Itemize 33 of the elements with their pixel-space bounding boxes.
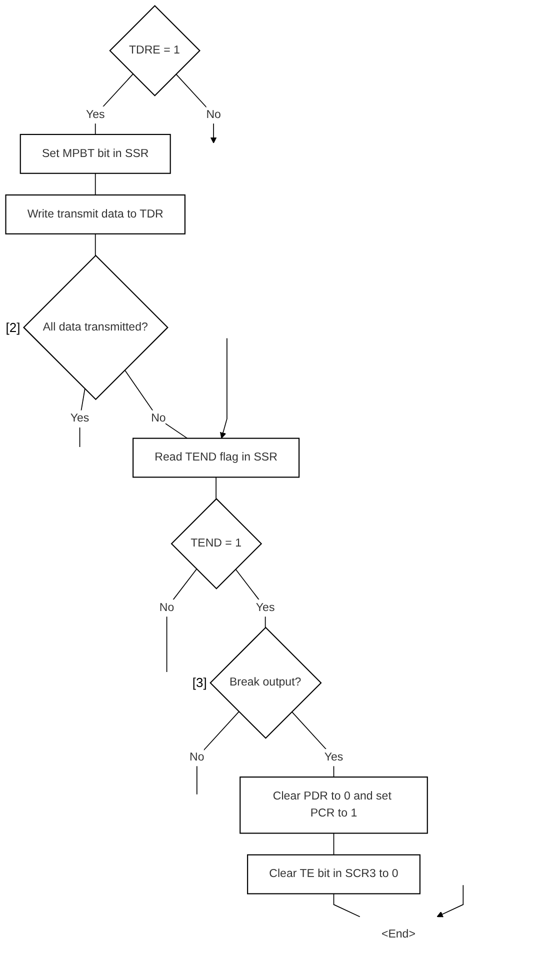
edge-label: Yes (324, 751, 344, 764)
edge-label: Yes (256, 602, 275, 614)
node-diamond: All data transmitted? (22, 254, 168, 400)
connector (124, 370, 188, 439)
connector (333, 832, 334, 856)
step-number: [3] (192, 675, 207, 690)
node-box: Clear TE bit in SCR3 to 0 (247, 854, 420, 894)
connector (166, 568, 198, 672)
edge-label: No (151, 412, 166, 425)
connector (79, 388, 86, 448)
connector (94, 74, 134, 135)
node-text: <End> (381, 928, 416, 941)
arrow (176, 74, 217, 144)
edge-label: No (190, 751, 204, 764)
connector (94, 233, 96, 256)
connector (94, 172, 96, 196)
node-box: Write transmit data to TDR (5, 194, 186, 234)
edge-label: No (159, 602, 174, 614)
step-number: [2] (6, 320, 20, 335)
node-diamond: Break output? (210, 626, 322, 739)
node-box: Clear PDR to 0 and set PCR to 1 (240, 776, 428, 834)
arrow (220, 338, 228, 439)
arrow (436, 884, 464, 918)
node-box: Read TEND flag in SSR (132, 438, 300, 478)
node-diamond: TDRE = 1 (109, 5, 200, 96)
connector (291, 711, 334, 778)
connector (333, 893, 360, 918)
node-box: Set MPBT bit in SSR (20, 134, 171, 174)
node-diamond: TEND = 1 (170, 498, 262, 590)
edge-label: Yes (70, 412, 90, 425)
connector (196, 711, 240, 795)
edge-label: Yes (86, 108, 105, 121)
edge-label: No (206, 108, 221, 121)
